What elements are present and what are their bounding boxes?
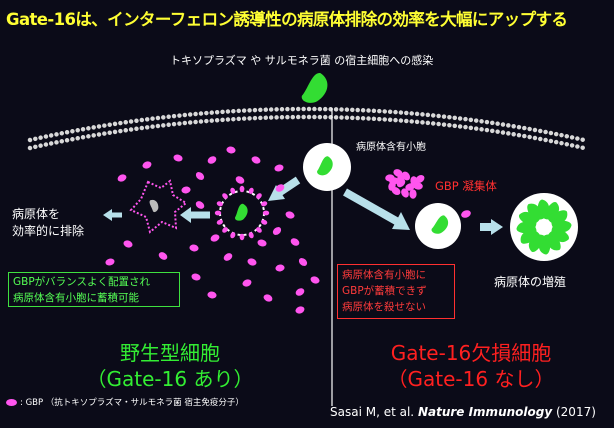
wildtype-box: GBPがバランスよく配置され 病原体含有小胞に蓄積可能 xyxy=(8,272,180,307)
gbp-ring-dot xyxy=(222,193,228,199)
gbp-aggregate-dot xyxy=(391,186,401,196)
gbp-dot xyxy=(158,252,168,260)
gbp-ring-dot xyxy=(216,201,223,207)
wildtype-label: 野生型細胞 （Gate-16 あり） xyxy=(86,341,254,391)
aggregate-label: GBP 凝集体 xyxy=(435,179,497,193)
gbp-ring-dot xyxy=(256,227,262,233)
gbp-ring-dot xyxy=(239,185,245,193)
gbp-dot xyxy=(272,227,282,235)
cell-membrane-outer xyxy=(27,106,587,143)
gbp-dot xyxy=(123,240,133,248)
arrow-to-knockout xyxy=(343,188,410,230)
gbp-dot xyxy=(275,264,285,272)
gbp-dot xyxy=(257,239,267,247)
gbp-dot xyxy=(195,172,205,180)
gbp-dot xyxy=(181,186,191,194)
gbp-ring xyxy=(214,185,270,241)
gbp-dot xyxy=(247,258,257,266)
arrow-elimination-out xyxy=(103,209,122,221)
gbp-dot xyxy=(310,276,320,284)
gbp-dot xyxy=(295,306,305,314)
gbp-dot xyxy=(235,176,245,184)
gbp-dot xyxy=(223,253,233,261)
gbp-aggregate-dot xyxy=(413,182,423,190)
infection-subtitle: トキソプラズマ や サルモネラ菌 の宿主細胞への感染 xyxy=(170,54,434,67)
gbp-ring-dot xyxy=(248,232,254,239)
gbp-aggregate-dot xyxy=(415,174,425,184)
gbp-ring-dot xyxy=(214,210,222,216)
destroyed-vacuole xyxy=(129,179,188,234)
gbp-dot xyxy=(195,201,205,209)
gbp-dot xyxy=(105,258,115,266)
gbp-dot xyxy=(189,244,199,252)
gbp-dot xyxy=(295,288,305,296)
legend-text: : GBP （抗トキソプラズマ・サルモネラ菌 宿主免疫分子） xyxy=(20,398,244,408)
gbp-ring-dot xyxy=(230,232,236,239)
vacuole-label: 病原体含有小胞 xyxy=(356,142,426,153)
gbp-dot xyxy=(191,273,201,281)
invading-pathogen xyxy=(300,70,333,109)
gbp-dot xyxy=(251,156,261,164)
gbp-ring-dot xyxy=(261,219,268,225)
pathogen-vacuole-knockout xyxy=(415,203,471,249)
arrow-to-growth xyxy=(480,219,503,235)
gbp-ring-dot xyxy=(230,187,236,194)
citation: Sasai M, et al. Nature Immunology (2017) xyxy=(330,405,596,419)
gbp-dot xyxy=(117,174,127,182)
gbp-dot xyxy=(210,234,220,242)
gbp-dot xyxy=(207,156,217,164)
knockout-box: 病原体含有小胞に GBPが蓄積できず 病原体を殺せない xyxy=(337,264,455,319)
gbp-dot xyxy=(142,161,152,169)
gbp-dot xyxy=(274,164,284,172)
growth-label: 病原体の増殖 xyxy=(494,275,567,289)
gbp-dot xyxy=(285,211,295,219)
gbp-ring-dot xyxy=(216,219,223,225)
gbp-dot xyxy=(263,294,273,302)
gbp-legend-icon xyxy=(6,399,17,406)
pathogen-vacuole-center xyxy=(303,143,351,191)
gbp-aggregate-dot xyxy=(401,188,409,198)
gbp-ring-dot xyxy=(256,193,262,199)
gbp-aggregate-dot xyxy=(397,173,405,183)
gbp-dot xyxy=(242,279,252,287)
elimination-label: 病原体を 効率的に排除 xyxy=(12,207,85,238)
gbp-dot xyxy=(290,238,300,246)
gbp-ring-dot xyxy=(248,187,254,194)
gbp-ring-dot xyxy=(239,233,245,241)
gbp-dot xyxy=(226,146,236,154)
gbp-scatter xyxy=(105,146,320,314)
gbp-aggregate-dot xyxy=(409,189,417,199)
knockout-label: Gate-16欠損細胞 （Gate-16 なし） xyxy=(387,341,555,391)
page-title: Gate-16は、インターフェロン誘導性の病原体排除の効率を大幅にアップする xyxy=(6,10,568,29)
gbp-dot xyxy=(298,258,308,266)
proliferating-pathogens xyxy=(510,193,578,261)
gbp-ring-dot xyxy=(261,201,268,207)
cell-membrane-inner xyxy=(27,114,587,151)
gbp-ring-dot xyxy=(222,227,228,233)
arrow-to-wildtype xyxy=(268,176,301,201)
gbp-aggregate-dot xyxy=(389,177,399,185)
gbp-dot xyxy=(207,291,217,299)
arrow-to-elimination xyxy=(180,207,210,223)
gbp-aggregate xyxy=(385,169,425,199)
gbp-dot xyxy=(173,154,183,162)
gbp-dot xyxy=(275,184,285,192)
gbp-ring-dot xyxy=(262,210,270,216)
gbp-aggregate-dot xyxy=(405,183,415,191)
